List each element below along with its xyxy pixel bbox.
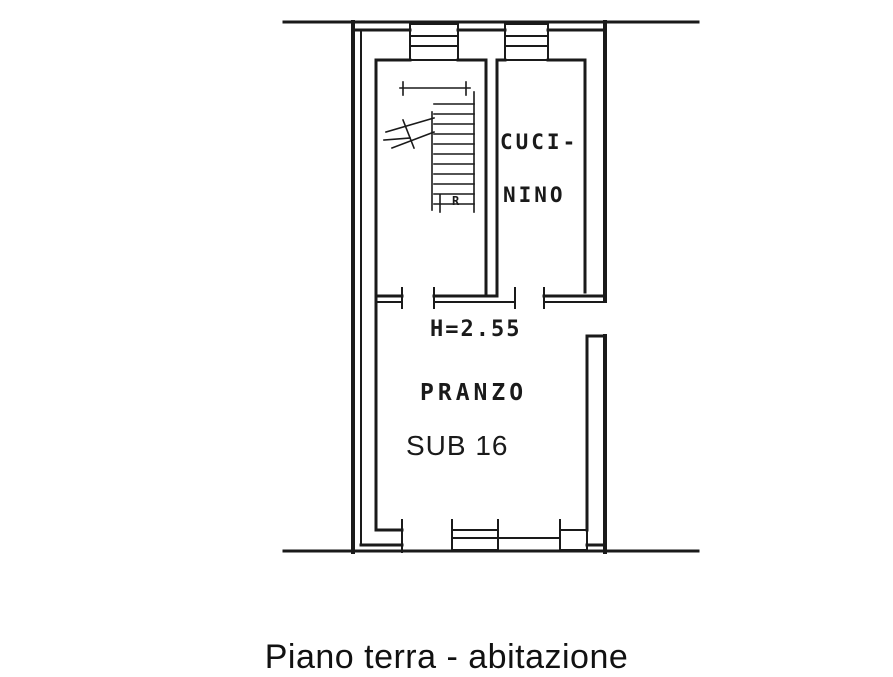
unit-label: SUB 16 bbox=[406, 430, 509, 461]
stairs-mark: R bbox=[452, 194, 460, 208]
window-bottom bbox=[451, 519, 588, 551]
window-top-right bbox=[504, 23, 549, 61]
plan-caption: Piano terra - abitazione bbox=[264, 638, 629, 676]
ceiling-height-label: H=2.55 bbox=[430, 317, 522, 342]
staircase bbox=[383, 81, 475, 213]
room-label-kitchenette-1: CUCI- bbox=[500, 130, 579, 154]
room-label-dining: PRANZO bbox=[420, 380, 528, 406]
window-top-left bbox=[409, 23, 459, 61]
room-label-kitchenette-2: NINO bbox=[503, 183, 566, 207]
